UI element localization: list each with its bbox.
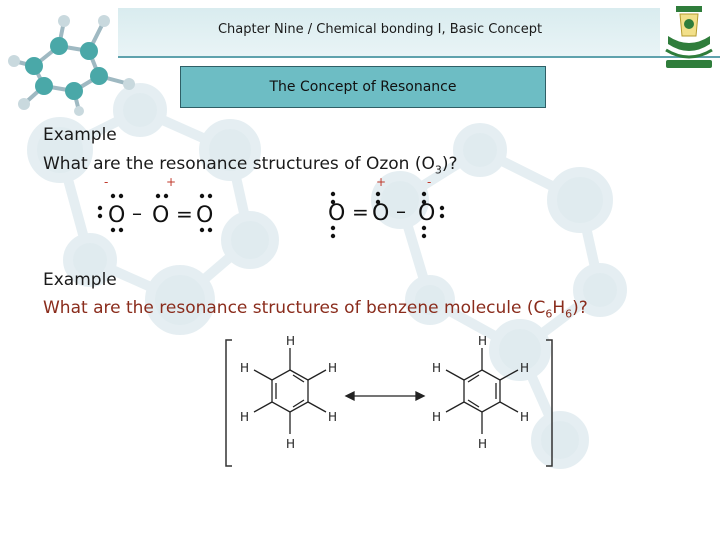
benzene-left-hydrogens: H H H H H H xyxy=(240,334,337,451)
header-divider xyxy=(118,56,720,58)
charge-left-1: - xyxy=(104,175,108,189)
h-left-bottom: H xyxy=(286,437,295,451)
atom-left-1: O xyxy=(108,203,125,228)
atom-left-2: O xyxy=(152,203,169,228)
h-right-bottom: H xyxy=(478,437,487,451)
h-right-top: H xyxy=(478,334,487,348)
example1-question-pre: What are the resonance structures of Ozo… xyxy=(43,154,435,174)
charge-right-3: - xyxy=(427,175,431,189)
left-bracket xyxy=(225,339,232,467)
h-right-ul: H xyxy=(432,361,441,375)
university-emblem-icon xyxy=(665,6,713,68)
h-left-top: H xyxy=(286,334,295,348)
example2-question: What are the resonance structures of ben… xyxy=(43,298,588,320)
h-right-ll: H xyxy=(432,410,441,424)
example2-question-sub2: 6 xyxy=(565,307,573,321)
h-left-ur: H xyxy=(328,361,337,375)
concept-title-box: The Concept of Resonance xyxy=(180,66,546,108)
molecule-model-icon xyxy=(8,15,135,116)
example2-heading: Example xyxy=(43,270,117,290)
charge-left-2: + xyxy=(166,175,176,189)
bond-left-1: – xyxy=(132,201,142,225)
example2-question-pre: What are the resonance structures of ben… xyxy=(43,298,546,318)
example1-question-sub: 3 xyxy=(434,163,442,177)
page-title: Chapter Nine / Chemical bonding I, Basic… xyxy=(217,22,543,37)
benzene-right-hydrogens: H H H H H H xyxy=(432,334,529,451)
h-left-lr: H xyxy=(328,410,337,424)
bond-right-2: – xyxy=(396,199,406,223)
ozone-structure-left: - + O – O = O xyxy=(97,175,213,233)
bond-right-1: = xyxy=(352,200,369,224)
example2-question-mid: H xyxy=(552,298,566,318)
lone-pairs-left xyxy=(97,193,213,233)
h-left-ll: H xyxy=(240,410,249,424)
example2-question-sub1: 6 xyxy=(545,307,553,321)
charge-right-2: + xyxy=(376,175,386,189)
lone-pairs-right xyxy=(330,191,445,239)
example1-question: What are the resonance structures of Ozo… xyxy=(43,154,458,176)
bond-left-2: = xyxy=(176,202,193,226)
atom-right-2: O xyxy=(372,201,389,226)
example1-heading: Example xyxy=(43,125,117,145)
right-bracket xyxy=(546,339,553,467)
example2-question-post: )? xyxy=(572,298,588,318)
atom-left-3: O xyxy=(196,203,213,228)
ozone-structure-right: + - O = O – O xyxy=(328,175,445,239)
h-left-ul: H xyxy=(240,361,249,375)
atom-right-1: O xyxy=(328,201,345,226)
benzene-left xyxy=(253,348,327,434)
benzene-right xyxy=(445,348,519,434)
h-right-lr: H xyxy=(520,410,529,424)
ozone-resonance-structures: - + O – O = O + - O = O – O xyxy=(97,175,445,239)
benzene-resonance-diagram: H H H H H H H H H H H H xyxy=(225,334,553,467)
example1-question-post: )? xyxy=(441,154,458,174)
h-right-ur: H xyxy=(520,361,529,375)
atom-right-3: O xyxy=(418,201,435,226)
header-band xyxy=(118,8,660,56)
resonance-arrow xyxy=(344,390,426,402)
